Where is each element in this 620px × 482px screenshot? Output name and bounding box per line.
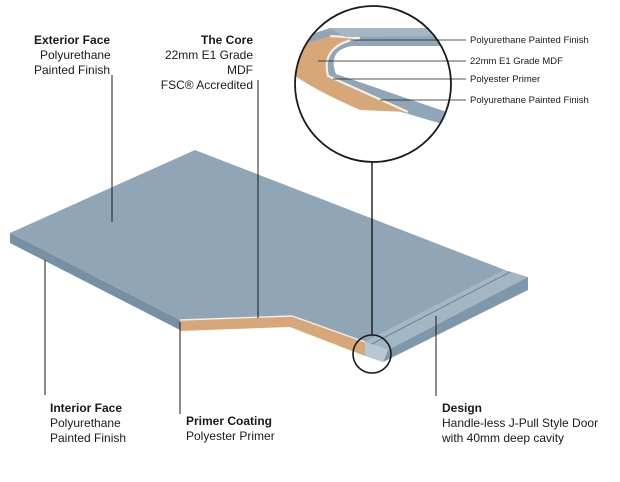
- primer-line-top: [179, 315, 366, 343]
- callout-painted-finish-top: Polyurethane Painted Finish: [470, 35, 589, 46]
- label-primer-coating: Primer Coating Polyester Primer: [186, 414, 275, 444]
- primer-line-1: Polyester Primer: [186, 429, 275, 443]
- interior-heading: Interior Face: [50, 401, 123, 415]
- design-line-1: Handle-less J-Pull Style Door: [442, 416, 599, 430]
- callout-mdf: 22mm E1 Grade MDF: [470, 56, 563, 67]
- zoom-circle-outline: [294, 5, 452, 163]
- design-line-2: with 40mm deep cavity: [442, 431, 565, 445]
- exterior-line-1: Polyurethane: [40, 48, 111, 62]
- callout-painted-finish-bottom: Polyurethane Painted Finish: [470, 95, 589, 106]
- door-panel: [10, 150, 528, 362]
- label-the-core: The Core 22mm E1 Grade MDF FSC® Accredit…: [140, 33, 253, 93]
- label-interior-face: Interior Face Polyurethane Painted Finis…: [50, 401, 126, 446]
- door-left-edge: [10, 233, 180, 330]
- magnifier: [294, 5, 466, 374]
- j-pull-end: [365, 342, 388, 362]
- j-pull-rail-top: [365, 270, 528, 350]
- label-design: Design Handle-less J-Pull Style Door wit…: [442, 401, 598, 446]
- exterior-heading: Exterior Face: [34, 33, 111, 47]
- interior-line-2: Painted Finish: [50, 431, 127, 445]
- j-pull-rail-front: [383, 277, 528, 362]
- primer-heading: Primer Coating: [186, 414, 273, 428]
- leader-lines: [44, 75, 437, 414]
- core-heading: The Core: [200, 33, 253, 47]
- interior-line-1: Polyurethane: [50, 416, 121, 430]
- callout-primer: Polyester Primer: [470, 74, 541, 85]
- core-line-2: FSC® Accredited: [160, 78, 253, 92]
- design-heading: Design: [442, 401, 483, 415]
- label-exterior-face: Exterior Face Polyurethane Painted Finis…: [34, 33, 111, 78]
- j-pull-groove: [367, 271, 511, 347]
- core-line-1: 22mm E1 Grade MDF: [164, 48, 253, 77]
- exterior-line-2: Painted Finish: [34, 63, 111, 77]
